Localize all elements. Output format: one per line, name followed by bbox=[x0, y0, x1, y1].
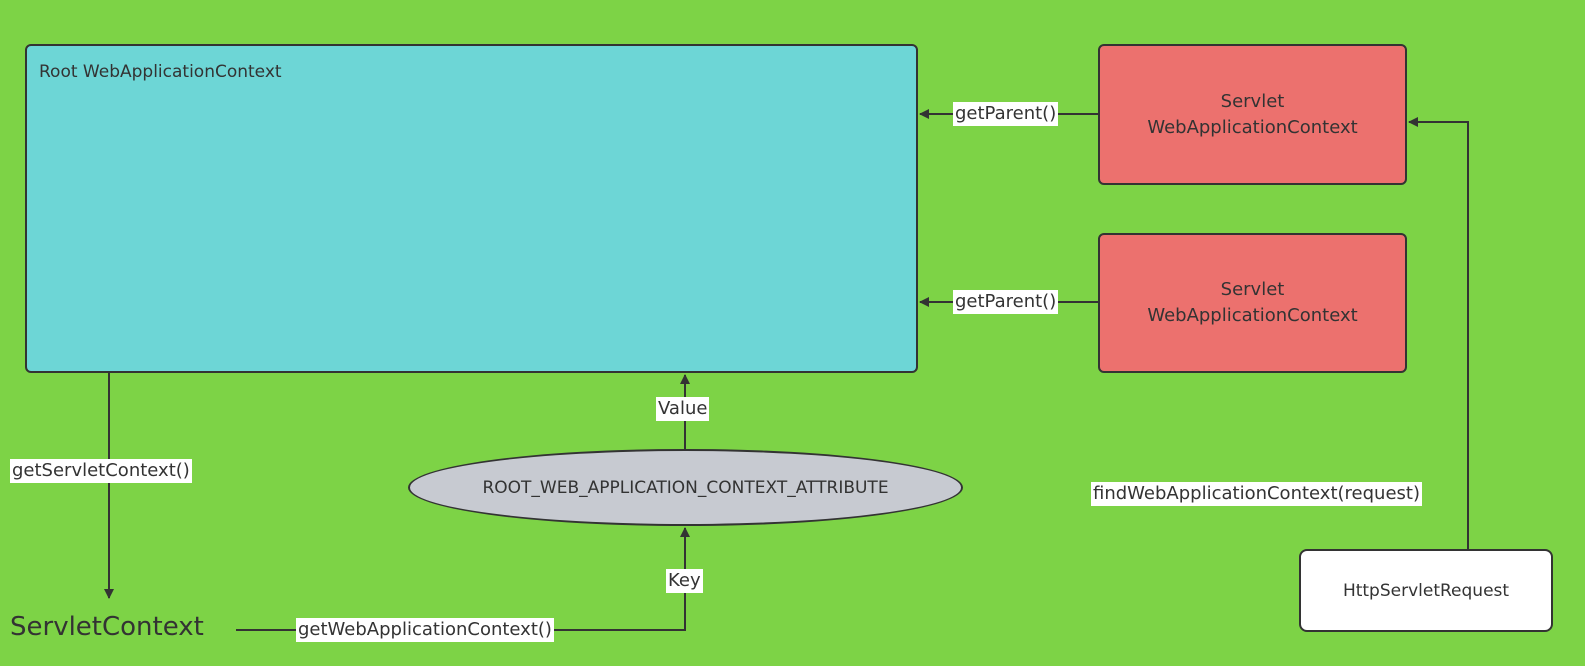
find-web-app-context-edge bbox=[1408, 117, 1469, 549]
servlet-label-line1: Servlet bbox=[1220, 279, 1285, 300]
find-web-app-context-label: findWebApplicationContext(request) bbox=[1091, 482, 1422, 506]
servlet-label-line2: WebApplicationContext bbox=[1147, 305, 1358, 326]
get-parent-label-1: getParent() bbox=[953, 102, 1059, 126]
get-servlet-context-label: getServletContext() bbox=[10, 459, 192, 483]
root-web-application-context: Root WebApplicationContext bbox=[25, 44, 918, 373]
value-label: Value bbox=[656, 397, 710, 421]
root-context-label: Root WebApplicationContext bbox=[39, 62, 282, 82]
attribute-label: ROOT_WEB_APPLICATION_CONTEXT_ATTRIBUTE bbox=[482, 477, 889, 498]
servlet-label-line2: WebApplicationContext bbox=[1147, 116, 1358, 138]
get-web-app-context-label: getWebApplicationContext() bbox=[296, 618, 554, 642]
http-servlet-request-node: HttpServletRequest bbox=[1299, 549, 1553, 632]
http-request-label: HttpServletRequest bbox=[1342, 580, 1510, 601]
get-web-app-context-edge bbox=[236, 527, 690, 631]
key-label: Key bbox=[666, 569, 703, 593]
get-parent-label-2: getParent() bbox=[953, 290, 1059, 314]
servlet-label-line1: Servlet bbox=[1220, 90, 1285, 112]
root-context-attribute-node: ROOT_WEB_APPLICATION_CONTEXT_ATTRIBUTE bbox=[408, 449, 963, 526]
servlet-context-node: ServletContext bbox=[10, 612, 204, 642]
